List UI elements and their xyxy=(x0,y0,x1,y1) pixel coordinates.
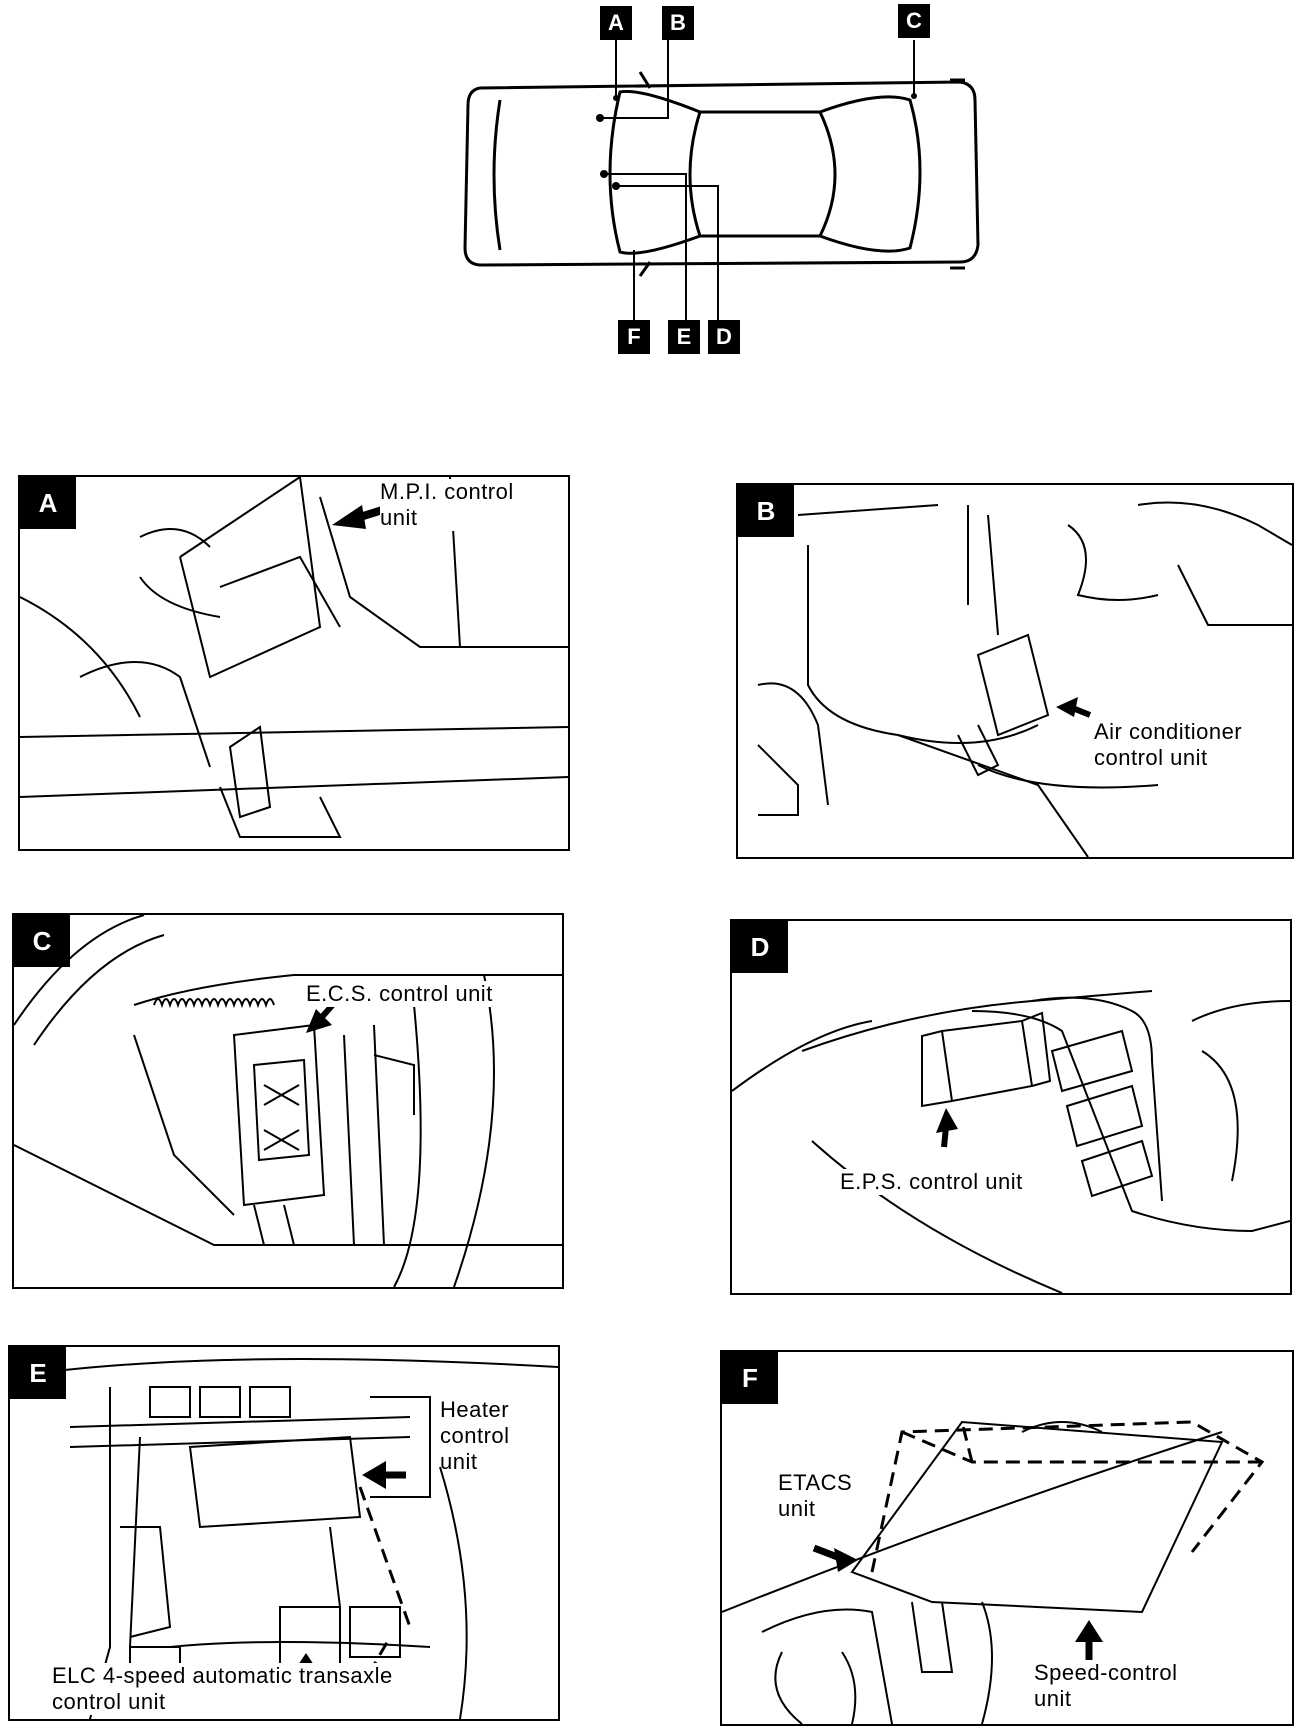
panel-f-illustration xyxy=(722,1420,1265,1724)
location-key-e: E xyxy=(668,320,700,354)
etacs-unit-label: ETACS unit xyxy=(778,1470,853,1521)
panel-e-letter: E xyxy=(10,1347,66,1399)
panel-f: F ETACS unit Speed-control unit xyxy=(720,1350,1294,1726)
vehicle-overview-diagram: A B C F E D xyxy=(0,0,1312,380)
panel-a-letter: A xyxy=(20,477,76,529)
panel-c: C E.C.S. control unit xyxy=(12,913,564,1289)
speed-control-unit-label: Speed-control unit xyxy=(1034,1660,1178,1712)
elc-transaxle-control-unit-label: ELC 4-speed automatic transaxle control … xyxy=(52,1663,393,1715)
car-top-view-drawing xyxy=(463,40,980,320)
panel-e: E Heater control unit ELC 4-speed automa… xyxy=(8,1345,560,1721)
location-key-b: B xyxy=(662,6,694,40)
air-conditioner-control-unit-label: Air conditioner control unit xyxy=(1094,719,1243,771)
panel-f-letter: F xyxy=(722,1352,778,1404)
mpi-control-unit-label: M.P.I. control unit xyxy=(380,479,514,531)
panel-d: D E.P.S. control unit xyxy=(730,919,1292,1295)
heater-control-unit-label: Heater control unit xyxy=(440,1397,510,1474)
location-key-c: C xyxy=(898,4,930,38)
panel-c-letter: C xyxy=(14,915,70,967)
panel-a-illustration xyxy=(20,477,568,838)
location-key-f: F xyxy=(618,320,650,354)
panel-d-illustration xyxy=(732,990,1290,1293)
panel-b-letter: B xyxy=(738,485,794,537)
location-key-d: D xyxy=(708,320,740,354)
eps-control-unit-label: E.P.S. control unit xyxy=(840,1169,1023,1195)
panel-a: A M.P.I. control unit xyxy=(18,475,570,851)
location-key-a: A xyxy=(600,6,632,40)
panel-b: B Air conditioner control unit xyxy=(736,483,1294,859)
panel-c-illustration xyxy=(14,915,562,1287)
panel-b-illustration xyxy=(757,501,1292,857)
panel-d-letter: D xyxy=(732,921,788,973)
ecs-control-unit-label: E.C.S. control unit xyxy=(306,981,493,1007)
